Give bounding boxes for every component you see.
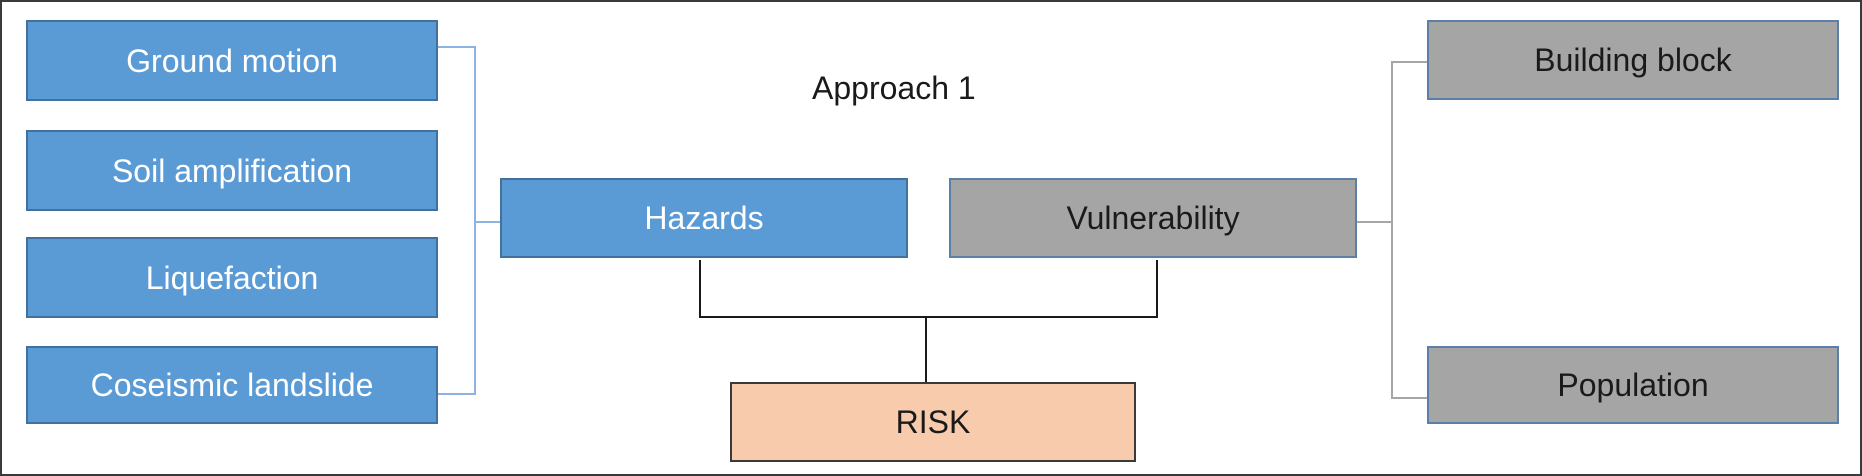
- building-block-box: Building block: [1427, 20, 1839, 100]
- ground-motion-box: Ground motion: [26, 20, 438, 101]
- risk-box: RISK: [730, 382, 1136, 462]
- diagram-title: Approach 1: [812, 70, 976, 106]
- population-box: Population: [1427, 346, 1839, 424]
- vulnerability-components-connector: [1357, 61, 1427, 399]
- hazard-components-connector: [438, 46, 500, 395]
- liquefaction-box: Liquefaction: [26, 237, 438, 318]
- vulnerability-box: Vulnerability: [949, 178, 1357, 258]
- hazards-box: Hazards: [500, 178, 908, 258]
- coseismic-landslide-box: Coseismic landslide: [26, 346, 438, 424]
- risk-connector: [699, 260, 1158, 382]
- soil-amplification-box: Soil amplification: [26, 130, 438, 211]
